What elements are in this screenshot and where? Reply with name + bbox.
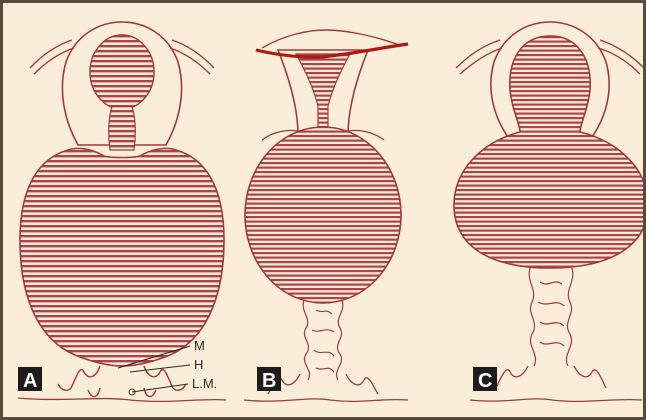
panel-b: B: [244, 30, 408, 401]
panel-a-badge-label: A: [23, 370, 37, 392]
panel-a-upper-sac: [90, 35, 154, 109]
label-lm: L.M.: [192, 376, 217, 391]
panel-b-main-sac: [245, 127, 401, 303]
panel-a-neck: [109, 106, 136, 150]
panel-b-baseline: [244, 399, 408, 402]
panel-a: M H L.M. A: [18, 22, 226, 401]
panel-a-baseline: [18, 398, 226, 401]
panel-b-badge-label: B: [262, 370, 276, 392]
panel-b-mucus-column: [303, 300, 343, 380]
label-h: H: [194, 357, 203, 372]
panel-c-main-sac: [454, 36, 643, 268]
panel-b-membrane-folds: [268, 374, 378, 394]
panel-c: C: [454, 22, 643, 401]
label-m: M: [194, 338, 205, 353]
diagram-canvas: M H L.M. A B C: [3, 3, 643, 417]
panel-a-main-sac: [20, 148, 224, 366]
panel-c-badge-label: C: [478, 370, 492, 392]
panel-c-baseline: [470, 399, 642, 402]
panel-a-membrane-folds: [58, 366, 186, 397]
panel-a-label-leader-lm: [132, 384, 188, 392]
panel-c-mucus-column: [529, 268, 573, 366]
panel-c-membrane-folds: [496, 366, 606, 388]
panel-b-top-dome: [262, 30, 402, 48]
